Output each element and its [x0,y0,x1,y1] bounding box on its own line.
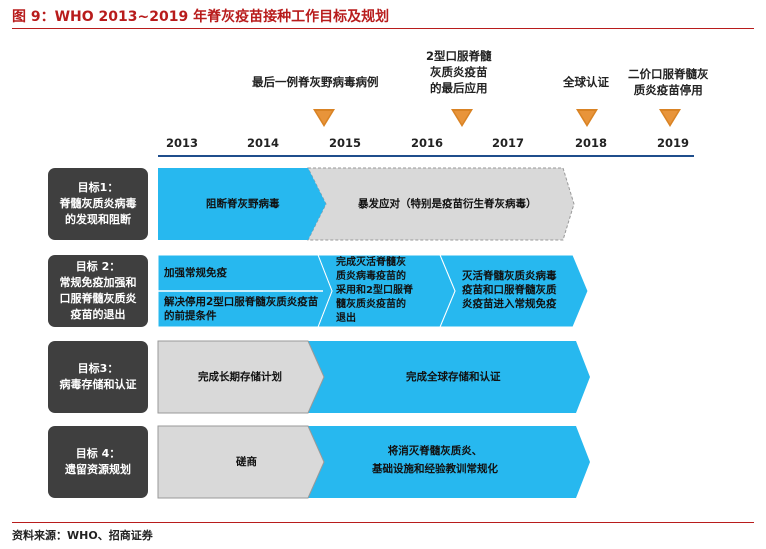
event-marker-4 [659,109,681,127]
year-label: 2017 [492,136,525,150]
goal-3-band: 完成长期存储计划 完成全球存储和认证 [157,340,694,414]
goal-4-band: 磋商 将消灭脊髓灰质炎、 基础设施和经验教训常规化 [157,425,694,499]
goal-3-seg-2-text: 完成全球存储和认证 [406,371,501,383]
goal-3-segment-cyan [308,341,590,413]
goal-4-seg-1-text: 磋商 [236,456,257,468]
goal-4-segment-cyan [308,426,590,498]
goal-1-seg-2-text: 暴发应对（特别是疫苗衍生脊灰病毒） [358,198,537,210]
event-bopv-cessation: 二价口服脊髓灰 质炎疫苗停用 [628,67,709,97]
event-last-wild-case: 最后一例脊灰野病毒病例 [252,75,379,89]
goal-2-seg-1-text: 加强常规免疫 [164,267,227,279]
figure-title: 图 9：WHO 2013~2019 年脊灰疫苗接种工作目标及规划 [12,9,390,25]
goal-1-band: 阻断脊灰野病毒 暴发应对（特别是疫苗衍生脊灰病毒） [158,167,694,241]
goal-3-segment-gray [157,340,325,414]
title-divider [12,28,754,29]
year-label: 2019 [657,136,690,150]
source-note: 资料来源：WHO、招商证券 [12,529,153,542]
goal-2-seg-3-text: 完成灭活脊髓灰 质炎病毒疫苗的 采用和2型口服脊 髓灰质炎疫苗的 退出 [336,257,413,324]
year-axis-line [158,155,694,157]
goal-4-label: 目标 4： 遗留资源规划 [48,426,148,498]
goal-3-seg-1-text: 完成长期存储计划 [198,371,282,383]
footer-divider [12,522,754,523]
event-global-certification: 全球认证 [563,75,609,89]
goal-2-band: 加强常规免疫 解决停用2型口服脊髓灰质炎疫苗 的前提条件 完成灭活脊髓灰 质炎病… [157,254,694,328]
year-label: 2018 [575,136,608,150]
goal-4-seg-2-text: 将消灭脊髓灰质炎、 基础设施和经验教训常规化 [372,445,498,475]
year-label: 2015 [329,136,362,150]
goal-3-label: 目标3： 病毒存储和认证 [48,341,148,413]
year-label: 2016 [411,136,444,150]
goal-2-seg-4-text: 灭活脊髓灰质炎病毒 疫苗和口服脊髓灰质 炎疫苗进入常规免疫 [462,270,557,310]
goal-2-seg-2-text: 解决停用2型口服脊髓灰质炎疫苗 的前提条件 [164,296,319,322]
goal-4-segment-gray [157,425,325,499]
goal-1-seg-1-text: 阻断脊灰野病毒 [206,198,280,210]
event-marker-1 [313,109,335,127]
goal-1-label: 目标1： 脊髓灰质炎病毒 的发现和阻断 [48,168,148,240]
event-marker-3 [576,109,598,127]
goal-2-label: 目标 2： 常规免疫加强和 口服脊髓灰质炎 疫苗的退出 [48,255,148,327]
year-label: 2013 [166,136,199,150]
event-last-opv2-use: 2型口服脊髓 灰质炎疫苗 的最后应用 [426,49,492,95]
event-marker-2 [451,109,473,127]
year-label: 2014 [247,136,280,150]
goal-1-segment-cyan [158,168,326,240]
